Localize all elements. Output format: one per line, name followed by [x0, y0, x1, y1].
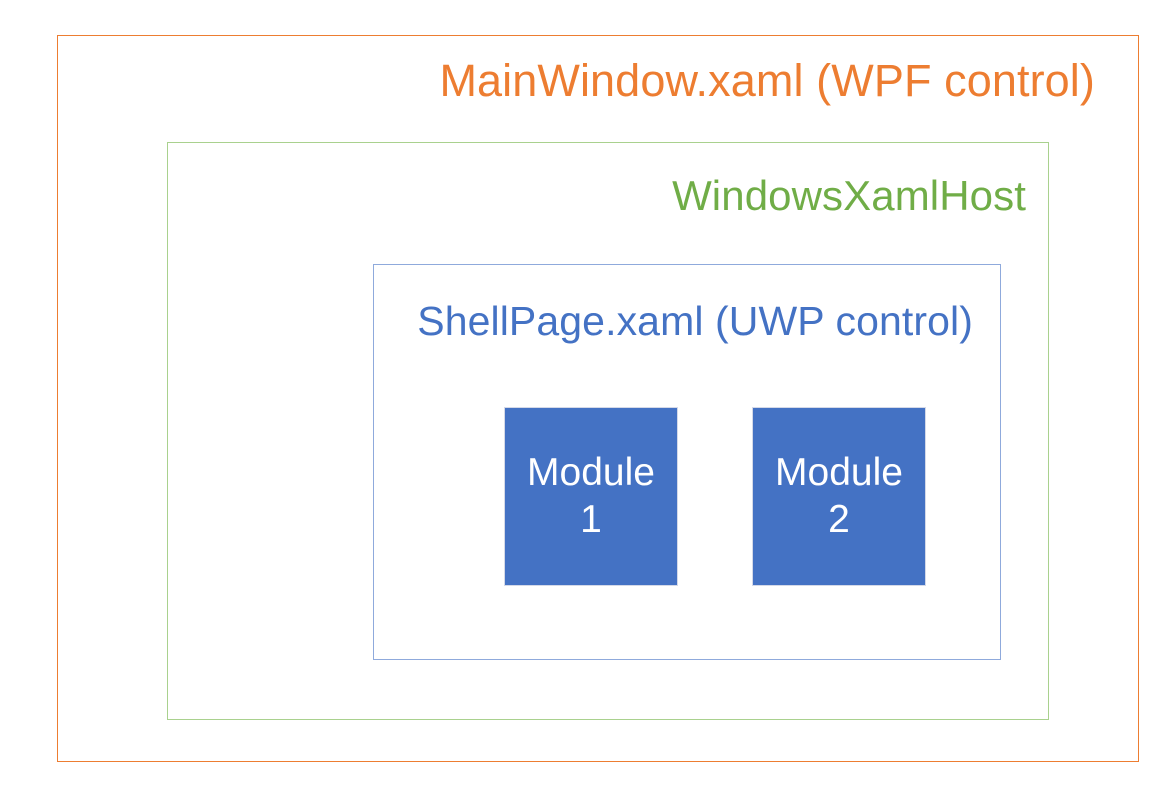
label-shellpage-title: ShellPage.xaml (UWP control): [417, 298, 973, 344]
module-block-2-name: Module: [775, 451, 903, 495]
container-windowsxamlhost: WindowsXamlHost ShellPage.xaml (UWP cont…: [167, 142, 1049, 720]
module-block-1: Module 1: [504, 407, 678, 586]
module-block-2-index: 2: [828, 497, 850, 541]
module-block-2: Module 2: [752, 407, 926, 586]
module-block-1-index: 1: [580, 497, 602, 541]
module-block-1-name: Module: [527, 451, 655, 495]
modules-row: Module 1 Module 2: [504, 407, 926, 586]
container-shellpage-uwp: ShellPage.xaml (UWP control) Module 1 Mo…: [373, 264, 1001, 660]
label-mainwindow-title: MainWindow.xaml (WPF control): [439, 55, 1095, 106]
label-windowsxamlhost-title: WindowsXamlHost: [672, 172, 1026, 219]
container-mainwindow-wpf: MainWindow.xaml (WPF control) WindowsXam…: [57, 35, 1139, 762]
